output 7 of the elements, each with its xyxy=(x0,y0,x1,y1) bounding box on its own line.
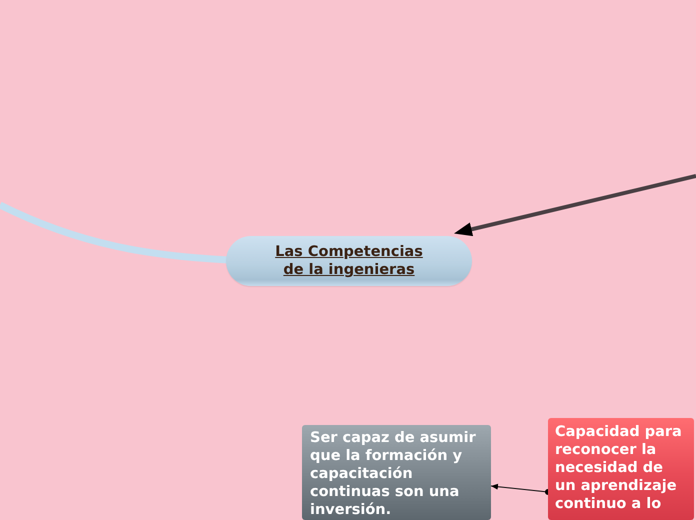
note-card xyxy=(548,418,694,520)
arrow xyxy=(454,174,696,236)
card-text: Ser capaz de asumir que la formación y capacitación continuas son una inversión. xyxy=(310,429,477,519)
card-text: Capacidad para reconocer la necesidad de un aprendizaje continuo a lo xyxy=(555,423,683,513)
topic-pill xyxy=(226,236,472,286)
topic-title: Las Competencias de la ingenieras xyxy=(274,243,424,279)
note-card xyxy=(302,425,491,520)
